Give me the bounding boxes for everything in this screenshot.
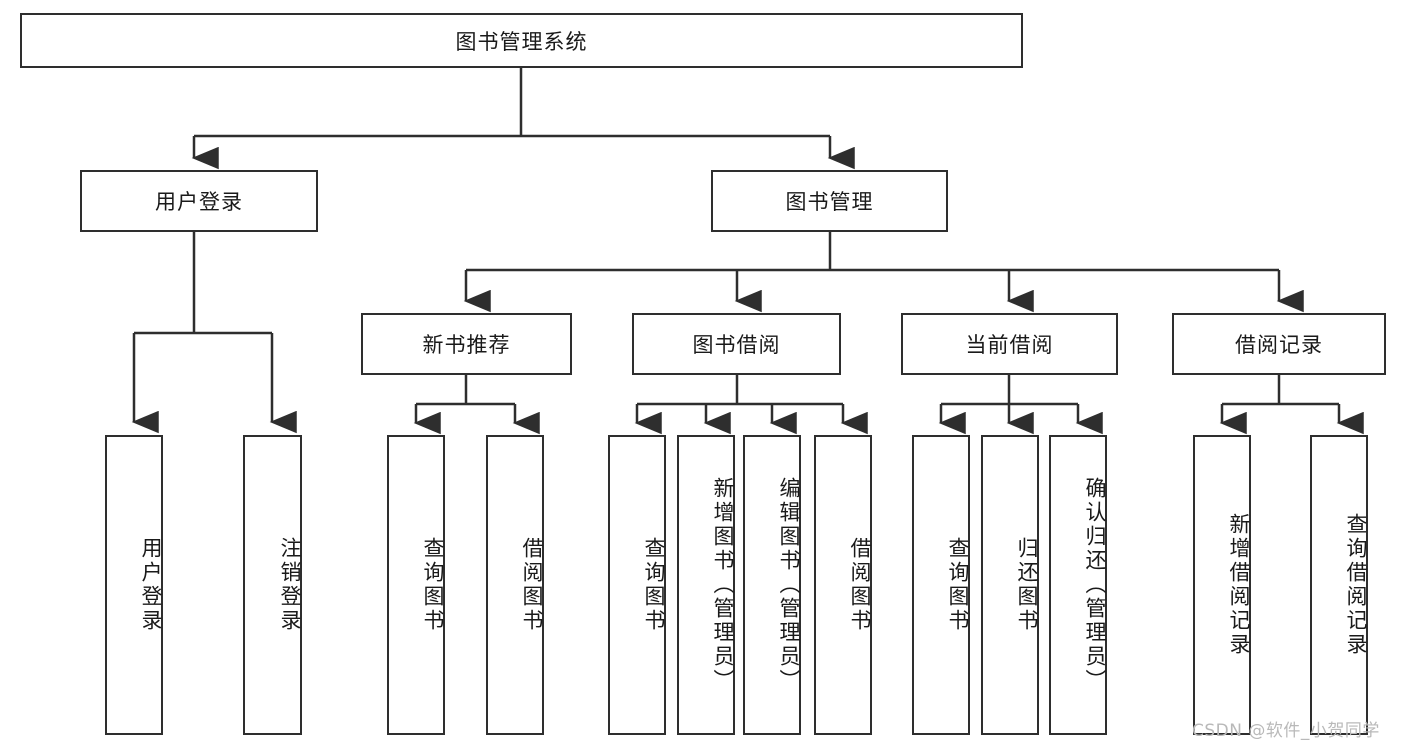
node-label: 用户登录 [155, 190, 243, 214]
node-label: 归还图书 [1015, 537, 1039, 633]
node-borrowing-record[interactable]: 借阅记录 [1172, 313, 1386, 375]
leaf-current-borrow-return-books[interactable]: 归还图书 [981, 435, 1039, 735]
node-new-book-recommendation[interactable]: 新书推荐 [361, 313, 572, 375]
node-label: 查询图书 [642, 537, 666, 633]
node-root-book-management-system[interactable]: 图书管理系统 [20, 13, 1023, 68]
node-label: 新增借阅记录 [1227, 513, 1251, 657]
node-label: 新书推荐 [422, 333, 511, 357]
node-book-management[interactable]: 图书管理 [711, 170, 948, 232]
leaf-book-borrow-edit-book-admin[interactable]: 编辑图书（管理员） [743, 435, 801, 735]
node-label: 借阅记录 [1235, 333, 1323, 357]
leaf-new-book-borrow-books[interactable]: 借阅图书 [486, 435, 544, 735]
node-book-borrowing[interactable]: 图书借阅 [632, 313, 841, 375]
leaf-current-borrow-query-books[interactable]: 查询图书 [912, 435, 970, 735]
leaf-user-login-logout[interactable]: 注销登录 [243, 435, 302, 735]
node-current-borrowing[interactable]: 当前借阅 [901, 313, 1118, 375]
node-label: 用户登录 [139, 537, 163, 633]
leaf-book-borrow-add-book-admin[interactable]: 新增图书（管理员） [677, 435, 735, 735]
leaf-current-borrow-confirm-return-admin[interactable]: 确认归还（管理员） [1049, 435, 1107, 735]
node-label: 注销登录 [278, 537, 302, 633]
leaf-user-login-login[interactable]: 用户登录 [105, 435, 163, 735]
node-label: 确认归还（管理员） [1083, 477, 1107, 693]
node-label: 图书借阅 [692, 333, 781, 357]
node-label: 借阅图书 [848, 537, 872, 633]
node-label: 图书管理系统 [455, 29, 588, 54]
leaf-borrow-record-query-record[interactable]: 查询借阅记录 [1310, 435, 1368, 735]
leaf-new-book-query-books[interactable]: 查询图书 [387, 435, 445, 735]
node-label: 编辑图书（管理员） [777, 477, 801, 693]
node-user-login[interactable]: 用户登录 [80, 170, 318, 232]
node-label: 图书管理 [785, 190, 874, 214]
leaf-book-borrow-borrow-books[interactable]: 借阅图书 [814, 435, 872, 735]
node-label: 新增图书（管理员） [711, 477, 735, 693]
node-label: 当前借阅 [965, 333, 1054, 357]
node-label: 借阅图书 [520, 537, 544, 633]
node-label: 查询图书 [946, 537, 970, 633]
leaf-book-borrow-query-books[interactable]: 查询图书 [608, 435, 666, 735]
node-label: 查询借阅记录 [1344, 513, 1368, 657]
node-label: 查询图书 [421, 537, 445, 633]
leaf-borrow-record-add-record[interactable]: 新增借阅记录 [1193, 435, 1251, 735]
